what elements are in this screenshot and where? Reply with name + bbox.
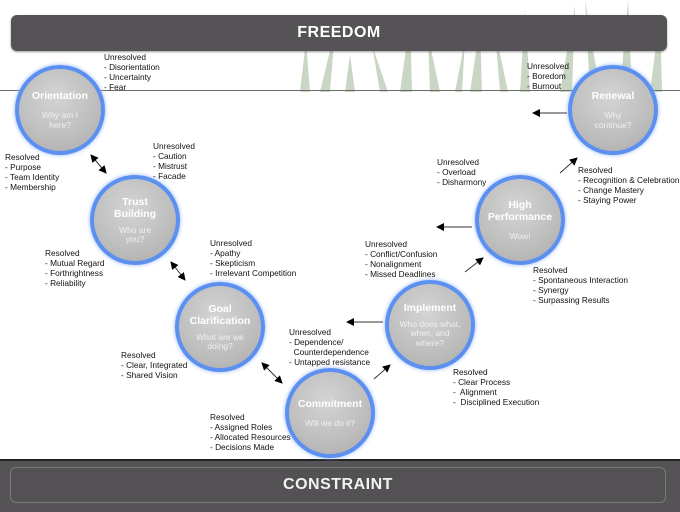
stage-question: Who are you?	[118, 224, 152, 244]
note-item: - Purpose	[5, 162, 41, 172]
stage-question: Wow!	[509, 230, 531, 241]
note-heading: Unresolved	[153, 141, 195, 151]
constraint-label: CONSTRAINT	[283, 476, 393, 493]
note-item: - Apathy	[210, 248, 241, 258]
stage-high-performance: High Performance Wow!	[475, 175, 565, 265]
stage-orientation: Orientation Why am I here?	[15, 65, 105, 155]
note-item: - Uncertainty	[104, 72, 152, 82]
note-item: - Assigned Roles	[210, 422, 273, 432]
arrow-commitment-implement	[373, 364, 391, 380]
note-heading: Unresolved	[365, 239, 407, 249]
note-heading: Resolved	[210, 412, 245, 422]
note-item: - Fear	[104, 82, 127, 92]
note-goal-unresolved: Unresolved- Apathy- Skepticism- Irreleva…	[210, 238, 296, 278]
stage-commitment: Commitment Will we do it?	[285, 368, 375, 458]
note-item: - Change Mastery	[578, 185, 644, 195]
note-item: - Disciplined Execution	[453, 397, 540, 407]
note-commitment-unresolved: Unresolved- Dependence/ Counterdependenc…	[289, 327, 370, 367]
stage-title: Implement	[403, 301, 457, 314]
note-heading: Resolved	[5, 152, 40, 162]
note-heading: Resolved	[578, 165, 613, 175]
note-orientation-resolved: Resolved- Purpose- Team Identity- Member…	[5, 152, 59, 192]
stage-question: Who does what, when, and where?	[399, 318, 461, 348]
note-heading: Resolved	[533, 265, 568, 275]
note-item: - Clear Process	[453, 377, 511, 387]
note-item: Counterdependence	[289, 347, 369, 357]
note-item: - Membership	[5, 182, 56, 192]
double-arrow-goal-commitment	[261, 362, 283, 384]
note-item: - Facade	[153, 171, 186, 181]
note-item: - Forthrightness	[45, 268, 104, 278]
double-arrow-trust-goal	[170, 261, 186, 281]
arrow-performance-renewal	[559, 157, 578, 174]
divider-line	[0, 90, 680, 91]
note-renewal-unresolved: Unresolved- Boredom- Burnout	[527, 61, 569, 91]
note-item: - Conflict/Confusion	[365, 249, 438, 259]
stage-title: Renewal	[591, 90, 635, 102]
note-performance-unresolved: Unresolved- Overload- Disharmony	[437, 157, 486, 187]
stage-implement: Implement Who does what, when, and where…	[385, 280, 475, 370]
note-trust-resolved: Resolved- Mutual Regard- Forthrightness-…	[45, 248, 105, 288]
stage-question: What are we doing?	[196, 331, 244, 351]
stage-renewal: Renewal Why continue?	[568, 65, 658, 155]
stage-question: Why am I here?	[42, 110, 78, 130]
note-item: - Caution	[153, 151, 187, 161]
stage-question: Will we do it?	[304, 417, 356, 428]
note-item: - Untapped resistance	[289, 357, 371, 367]
note-heading: Unresolved	[527, 61, 569, 71]
stage-title: Commitment	[297, 397, 363, 410]
note-item: - Team Identity	[5, 172, 60, 182]
note-item: - Dependence/	[289, 337, 344, 347]
note-orientation-unresolved: Unresolved- Disorientation- Uncertainty-…	[104, 52, 160, 92]
note-performance-resolved: Resolved- Spontaneous Interaction- Syner…	[533, 265, 628, 305]
note-heading: Resolved	[453, 367, 488, 377]
note-item: - Alignment	[453, 387, 497, 397]
note-heading: Unresolved	[437, 157, 479, 167]
stage-title: Goal Clarification	[189, 302, 251, 327]
freedom-banner: FREEDOM	[11, 15, 667, 51]
note-item: - Skepticism	[210, 258, 256, 268]
note-item: - Missed Deadlines	[365, 269, 436, 279]
constraint-banner: CONSTRAINT	[10, 467, 666, 503]
note-item: - Staying Power	[578, 195, 637, 205]
note-trust-unresolved: Unresolved- Caution- Mistrust- Facade	[153, 141, 195, 181]
note-heading: Unresolved	[210, 238, 252, 248]
note-item: - Disorientation	[104, 62, 160, 72]
freedom-label: FREEDOM	[297, 24, 381, 41]
note-item: - Spontaneous Interaction	[533, 275, 629, 285]
note-implement-resolved: Resolved- Clear Process- Alignment- Disc…	[453, 367, 539, 407]
note-item: - Allocated Resources	[210, 432, 291, 442]
note-item: - Clear, Integrated	[121, 360, 188, 370]
note-heading: Unresolved	[289, 327, 331, 337]
stage-trust-building: Trust Building Who are you?	[90, 175, 180, 265]
note-commitment-resolved: Resolved- Assigned Roles- Allocated Reso…	[210, 412, 291, 452]
note-item: - Recognition & Celebration	[578, 175, 680, 185]
stage-title: Orientation	[31, 90, 88, 102]
note-item: - Mistrust	[153, 161, 188, 171]
double-arrow-orientation-trust	[90, 154, 107, 174]
stage-goal-clarification: Goal Clarification What are we doing?	[175, 282, 265, 372]
note-item: - Surpassing Results	[533, 295, 610, 305]
note-item: - Reliability	[45, 278, 86, 288]
stage-title: High Performance	[487, 198, 553, 223]
stage-title: Trust Building	[114, 195, 156, 220]
note-heading: Resolved	[45, 248, 80, 258]
note-implement-unresolved: Unresolved- Conflict/Confusion- Nonalign…	[365, 239, 437, 279]
note-item: - Boredom	[527, 71, 566, 81]
note-item: - Burnout	[527, 81, 562, 91]
note-item: - Irrelevant Competition	[210, 268, 297, 278]
note-item: - Synergy	[533, 285, 569, 295]
note-item: - Nonalignment	[365, 259, 422, 269]
note-item: - Disharmony	[437, 177, 487, 187]
note-renewal-resolved: Resolved- Recognition & Celebration- Cha…	[578, 165, 679, 205]
note-heading: Resolved	[121, 350, 156, 360]
arrow-implement-performance	[464, 257, 484, 273]
stage-question: Why continue?	[594, 110, 632, 130]
note-goal-resolved: Resolved- Clear, Integrated- Shared Visi…	[121, 350, 187, 380]
note-item: - Shared Vision	[121, 370, 178, 380]
note-heading: Unresolved	[104, 52, 146, 62]
note-item: - Overload	[437, 167, 476, 177]
note-item: - Decisions Made	[210, 442, 275, 452]
note-item: - Mutual Regard	[45, 258, 105, 268]
